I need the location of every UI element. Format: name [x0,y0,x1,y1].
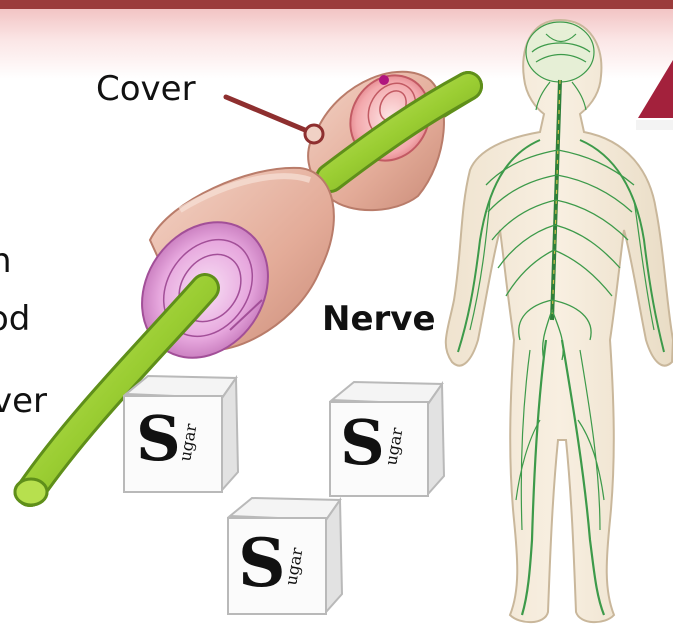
cut-off-text-2: od [0,302,30,336]
cut-off-text-1: n [0,244,12,278]
human-nervous-system-figure [446,20,673,622]
sugar-cube-icon: S ugar [228,498,342,614]
logo-triangle-icon [636,60,673,130]
cover-label: Cover [96,72,196,106]
sugar-cube-icon: S ugar [330,382,444,496]
sugar-big-letter: S [340,406,385,479]
cut-off-text-3: ver [0,384,47,418]
sugar-big-letter: S [136,402,181,475]
sugar-cube-icon: S ugar [124,376,238,492]
sugar-big-letter: S [238,524,286,602]
nerve-label: Nerve [322,302,436,336]
cover-pointer [226,97,323,143]
